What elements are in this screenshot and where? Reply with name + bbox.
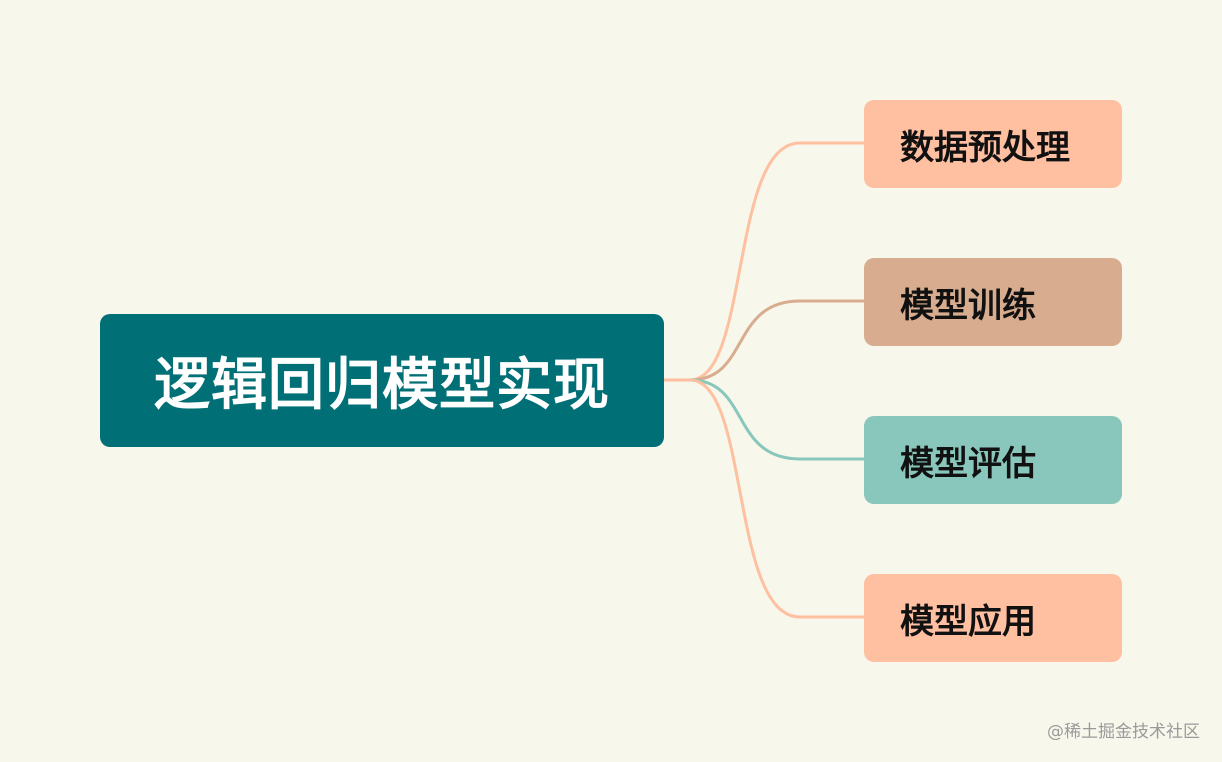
connector-branch-1: [688, 141, 866, 382]
branch-node-model-evaluation[interactable]: 模型评估: [864, 416, 1122, 504]
branch-label: 模型评估: [900, 443, 1036, 484]
branch-node-model-training[interactable]: 模型训练: [864, 258, 1122, 346]
branch-label: 模型应用: [900, 601, 1036, 642]
branch-label: 数据预处理: [900, 127, 1070, 168]
branch-node-data-preprocessing[interactable]: 数据预处理: [864, 100, 1122, 188]
root-label: 逻辑回归模型实现: [154, 353, 610, 418]
watermark: @稀土掘金技术社区: [1047, 722, 1200, 742]
connector-branch-4: [688, 378, 866, 619]
branch-node-model-application[interactable]: 模型应用: [864, 574, 1122, 662]
connector-branch-3: [688, 378, 866, 461]
branch-label: 模型训练: [900, 285, 1036, 326]
root-node[interactable]: 逻辑回归模型实现: [100, 314, 664, 447]
connector-branch-2: [688, 299, 866, 382]
